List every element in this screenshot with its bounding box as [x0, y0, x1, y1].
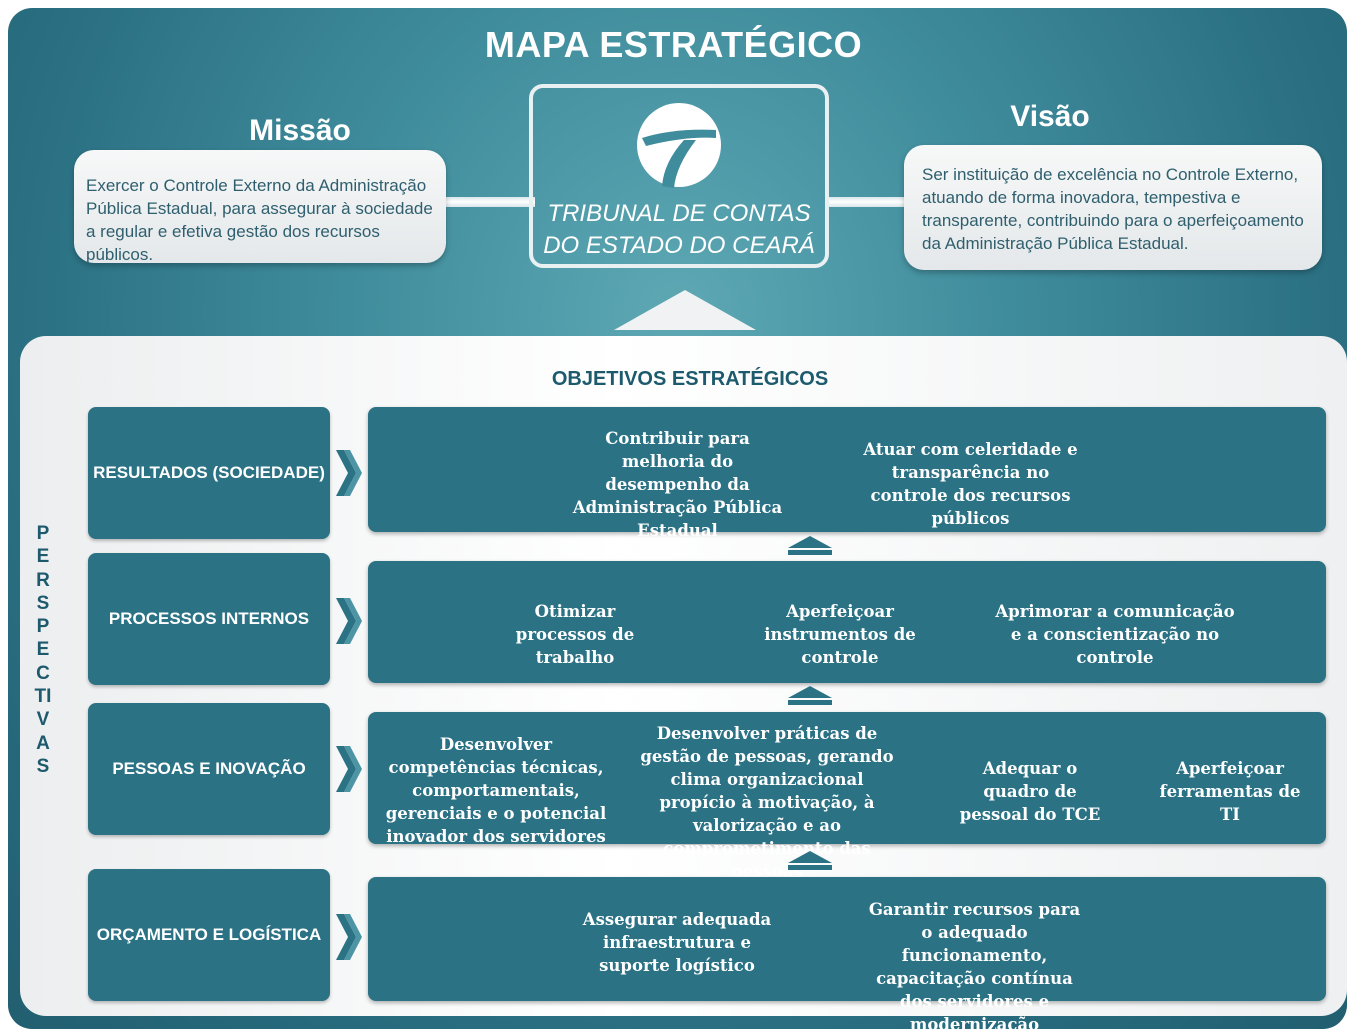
missao-card: Exercer o Controle Externo da Administra… — [74, 150, 446, 264]
objetivo: Garantir recursos para o adequado funcio… — [868, 900, 1081, 1034]
perspectiva-orcamento: ORÇAMENTO E LOGÍSTICA — [88, 869, 330, 1001]
logo-line1: TRIBUNAL DE CONTAS — [547, 200, 811, 227]
objetivos-row-processos — [368, 561, 1326, 683]
tce-logo-icon — [637, 103, 721, 188]
objetivo: Aperfeiçoar ferramentas de TI — [1159, 759, 1301, 824]
objetivo: Otimizar processos de trabalho — [515, 602, 635, 667]
objetivos-row-pessoas — [368, 712, 1326, 844]
visao-heading: Visão — [1010, 100, 1090, 133]
objetivo: Aperfeiçoar instrumentos de controle — [764, 602, 916, 667]
perspectiva-processos: PROCESSOS INTERNOS — [88, 553, 330, 685]
perspectiva-pessoas: PESSOAS E INOVAÇÃO — [88, 703, 330, 835]
visao-text: Ser instituição de excelência no Control… — [922, 165, 1304, 253]
chevron-right-icon — [336, 914, 362, 960]
up-arrow-icon — [788, 851, 832, 870]
tce-logo-box: TRIBUNAL DE CONTAS DO ESTADO DO CEARÁ — [529, 84, 829, 268]
objetivos-title: OBJETIVOS ESTRATÉGICOS — [551, 368, 829, 390]
perspectivas-vertical-label: PERSPECTIVAS — [34, 523, 52, 777]
objetivos-row-orcamento — [368, 877, 1326, 1001]
objetivo: Atuar com celeridade e transparência no … — [863, 440, 1078, 528]
chevron-right-icon — [336, 746, 362, 792]
objetivo: Adequar o quadro de pessoal do TCE — [959, 759, 1101, 824]
objetivo: Aprimorar a comunicação e a conscientiza… — [995, 602, 1235, 667]
visao-connector — [825, 197, 910, 207]
objetivos-row-resultados — [368, 407, 1326, 532]
objetivo: Desenvolver competências técnicas, compo… — [385, 735, 607, 846]
perspectiva-label: ORÇAMENTO E LOGÍSTICA — [96, 925, 322, 944]
up-arrow-icon — [788, 536, 832, 555]
chevron-right-icon — [336, 450, 362, 496]
objetivo: Contribuir para melhoria do desempenho d… — [572, 429, 783, 540]
logo-line2: DO ESTADO DO CEARÁ — [543, 232, 815, 259]
tce-logo-text: TRIBUNAL DE CONTAS DO ESTADO DO CEARÁ — [533, 198, 825, 262]
perspectiva-label: RESULTADOS (SOCIEDADE) — [93, 463, 325, 482]
perspectiva-label: PESSOAS E INOVAÇÃO — [112, 759, 306, 778]
up-arrow-large — [614, 290, 756, 330]
up-arrow-icon — [788, 686, 832, 705]
perspectiva-label: PROCESSOS INTERNOS — [108, 609, 310, 628]
page-title: MAPA ESTRATÉGICO — [484, 24, 863, 65]
missao-text: Exercer o Controle Externo da Administra… — [86, 176, 433, 264]
chevron-right-icon — [336, 598, 362, 644]
objetivo: Assegurar adequada infraestrutura e supo… — [582, 910, 772, 975]
visao-card: Ser instituição de excelência no Control… — [904, 145, 1322, 270]
objetivo: Desenvolver práticas de gestão de pessoa… — [640, 724, 894, 881]
perspectiva-resultados: RESULTADOS (SOCIEDADE) — [88, 407, 330, 539]
missao-heading: Missão — [249, 114, 351, 147]
missao-connector — [440, 197, 535, 207]
